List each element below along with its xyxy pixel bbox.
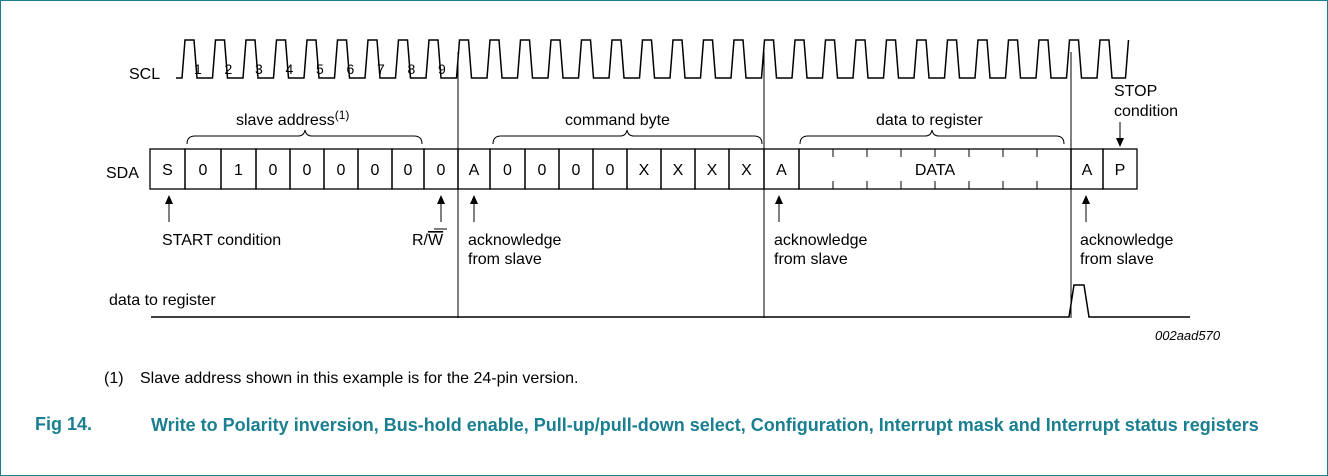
sda-cell — [1102, 148, 1138, 190]
figure-number: Fig 14. — [35, 414, 93, 434]
clock-number: 6 — [347, 61, 355, 77]
figure-title: Write to Polarity inversion, Bus-hold en… — [151, 415, 1259, 435]
sda-cell-text: 0 — [437, 162, 446, 179]
ack1-label-line2: from slave — [468, 251, 542, 268]
rw-arrow — [437, 195, 445, 222]
data-to-register-signal-label: data to register — [109, 292, 216, 309]
sda-cell-text: 0 — [503, 162, 512, 179]
clock-number: 8 — [408, 61, 416, 77]
data-to-register-waveform — [151, 284, 1190, 318]
footnote-text: Slave address shown in this example is f… — [140, 370, 579, 387]
sda-cell-text: S — [162, 162, 173, 179]
sda-cell-text: X — [673, 162, 684, 179]
sda-cell-text: 1 — [234, 162, 243, 179]
brace-data-to-register — [799, 129, 1065, 145]
clock-number: 9 — [438, 61, 446, 77]
clock-number: 4 — [286, 61, 294, 77]
sda-cell-text: 0 — [269, 162, 278, 179]
sda-row: S 0 1 0 0 0 0 0 0 A 0 0 0 0 X X X X A DATA A P — [149, 148, 1138, 190]
clock-number: 5 — [316, 61, 324, 77]
sda-cell-text: 0 — [538, 162, 547, 179]
scl-label: SCL — [129, 66, 160, 83]
sda-cell-text: 0 — [337, 162, 346, 179]
figure-id: 002aad570 — [1155, 328, 1221, 343]
stop-label-line1: STOP — [1114, 83, 1157, 100]
label-data-to-register-brace: data to register — [876, 112, 983, 129]
sda-cell-text: A — [776, 162, 787, 179]
sda-cell-text: X — [707, 162, 718, 179]
sda-cell-text: P — [1115, 162, 1126, 179]
sda-cell-text: 0 — [199, 162, 208, 179]
sda-cell-text: 0 — [404, 162, 413, 179]
clock-numbers: 1 2 3 4 5 6 7 8 9 — [194, 61, 446, 77]
clock-number: 1 — [194, 61, 202, 77]
clock-number: 7 — [377, 61, 385, 77]
ack-arrow-1 — [470, 195, 478, 222]
ack3-label-line1: acknowledge — [1080, 232, 1174, 249]
sda-cell-text: X — [741, 162, 752, 179]
brace-command-byte — [492, 129, 763, 145]
sda-cell-text: 0 — [303, 162, 312, 179]
start-arrow — [165, 195, 173, 222]
sda-cell-text: 0 — [606, 162, 615, 179]
brace-slave-address — [186, 129, 423, 145]
sda-cell-text: A — [1082, 162, 1093, 179]
ack3-label-line2: from slave — [1080, 251, 1154, 268]
label-command-byte: command byte — [565, 112, 670, 129]
stop-arrowhead — [1116, 138, 1124, 147]
ack2-label-line1: acknowledge — [774, 232, 868, 249]
sda-cell-text: A — [469, 162, 480, 179]
sda-label: SDA — [106, 165, 139, 182]
ack-arrow-2 — [775, 195, 783, 222]
ack-arrow-3 — [1082, 195, 1090, 222]
sda-cell-text: 0 — [371, 162, 380, 179]
sda-cell-text: X — [639, 162, 650, 179]
footnote-number: (1) — [104, 370, 124, 387]
sda-cell-text: 0 — [572, 162, 581, 179]
sda-cell-text: DATA — [915, 162, 956, 179]
ack2-label-line2: from slave — [774, 251, 848, 268]
label-slave-address: slave address(1) — [236, 108, 349, 129]
clock-number: 3 — [255, 61, 263, 77]
stop-label-line2: condition — [1114, 103, 1178, 120]
start-condition-label: START condition — [162, 232, 281, 249]
ack1-label-line1: acknowledge — [468, 232, 562, 249]
clock-number: 2 — [225, 61, 233, 77]
rw-label: R/W — [412, 232, 444, 249]
scl-waveform — [176, 39, 1130, 79]
